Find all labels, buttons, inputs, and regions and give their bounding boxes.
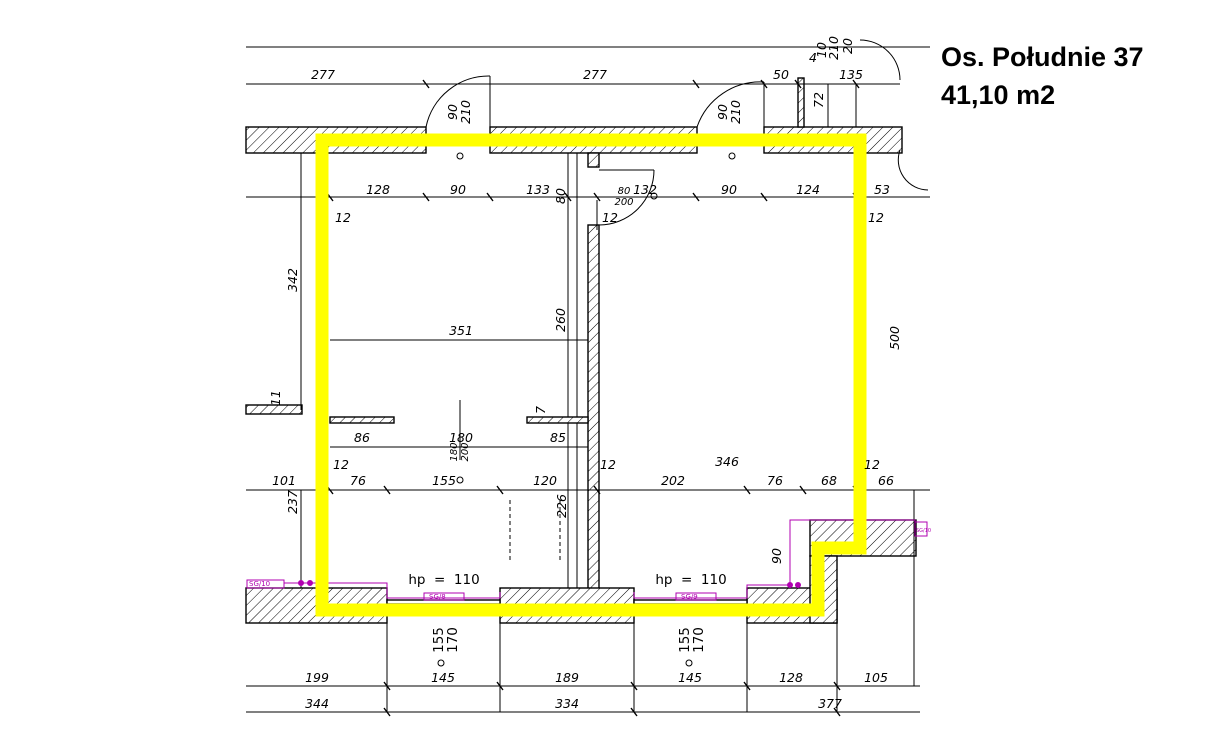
dim-label: 66 [878,473,894,488]
dim-label: 145 [678,670,702,685]
dim-label: 68 [821,473,837,488]
dim-label: 346 [715,454,739,469]
doors [425,39,929,667]
dim-label: 334 [555,696,579,711]
radiator-tag: SG/8 [429,593,446,601]
dim-label: 180 [449,430,473,445]
dim-label: 90 [769,548,784,564]
dim-label: 90 [450,182,466,197]
dim-label: 80 [618,186,631,197]
radiator-label-left: hp = 110 [408,572,479,588]
radiator-tag: SG/10 [249,580,270,588]
dim-label: 155 [432,473,456,488]
dim-label: 12 [335,210,351,225]
dim-label: 50 [773,67,789,82]
dim-label: 135 [839,67,863,82]
dim-label: 10 [814,42,829,58]
dim-label: 500 [887,326,902,350]
dim-label: 210 [458,100,473,124]
dim-label: 12 [600,457,616,472]
dim-label: 85 [550,430,566,445]
walls [245,77,917,624]
dim-label: 53 [874,182,890,197]
shelf-left [329,416,395,424]
dim-label: 7 [533,406,548,414]
dim-label: 200 [460,442,471,461]
dim-label: 133 [526,182,550,197]
dim-label: 120 [533,473,557,488]
dim-label: 12 [333,457,349,472]
shelf-right [526,416,589,424]
dim-label: 260 [553,308,568,332]
dim-label: 210 [826,36,841,60]
dim-label: 90 [721,182,737,197]
dim-label: 72 [811,92,826,108]
dim-label: 76 [350,473,366,488]
dim-label: 12 [864,457,880,472]
wall-top-column [797,77,805,128]
apartment-outline [315,133,867,617]
dim-label: 90 [715,104,730,120]
dim-label: 12 [868,210,884,225]
door-swing-mid [598,169,655,226]
dim-label: 124 [796,182,820,197]
dim-label: 132 [633,182,657,197]
dim-label: 11 [268,390,283,406]
dim-label: 277 [583,67,607,82]
dim-label: 86 [354,430,370,445]
dim-label: 128 [779,670,803,685]
wall-partition-top [587,152,600,168]
dim-label: 145 [431,670,455,685]
dim-label: 4 [809,50,817,65]
dim-label: 12 [602,210,618,225]
dim-label: 200 [614,197,633,208]
dim-label: 226 [554,494,569,518]
radiators [246,519,928,601]
dim-label: 237 [285,490,300,514]
dim-label: 128 [366,182,390,197]
dim-label: 202 [661,473,685,488]
dim-label: 351 [449,323,473,338]
apartment-area: 41,10 m2 [941,80,1056,110]
dim-label: 344 [305,696,329,711]
dim-label: 277 [311,67,335,82]
dim-label: 80 [553,188,568,204]
dim-label: 20 [840,38,855,54]
radiator-tag: SG/9 [681,593,698,601]
radiator-labels: hp = 110 hp = 110 SG/10 SG/8 SG/9 SG/10 [249,528,931,601]
door-swing-left [425,75,491,128]
dim-label: 189 [555,670,579,685]
dim-label: 199 [305,670,329,685]
dim-label: 180 [449,442,460,461]
dim-label: 76 [767,473,783,488]
dim-label: 90 [445,104,460,120]
radiator-label-right: hp = 110 [655,572,726,588]
window-height-label: 170 [691,627,707,653]
radiator-tag: SG/10 [916,528,931,534]
window-height-label: 155 [677,627,693,653]
dim-label: 210 [728,100,743,124]
dim-label: 105 [864,670,888,685]
wall-partition [587,224,600,606]
dim-label: 342 [285,268,300,292]
apartment-name: Os. Południe 37 [941,42,1144,72]
window-height-label: 170 [445,627,461,653]
door-swing-right [696,81,765,128]
dim-label: 377 [818,696,842,711]
window-height-label: 155 [431,627,447,653]
dim-label: 101 [272,473,296,488]
dimension-labels: 277 277 50 135 4 10 210 20 72 90 210 90 … [268,36,902,711]
wall-left-stub [245,404,303,415]
